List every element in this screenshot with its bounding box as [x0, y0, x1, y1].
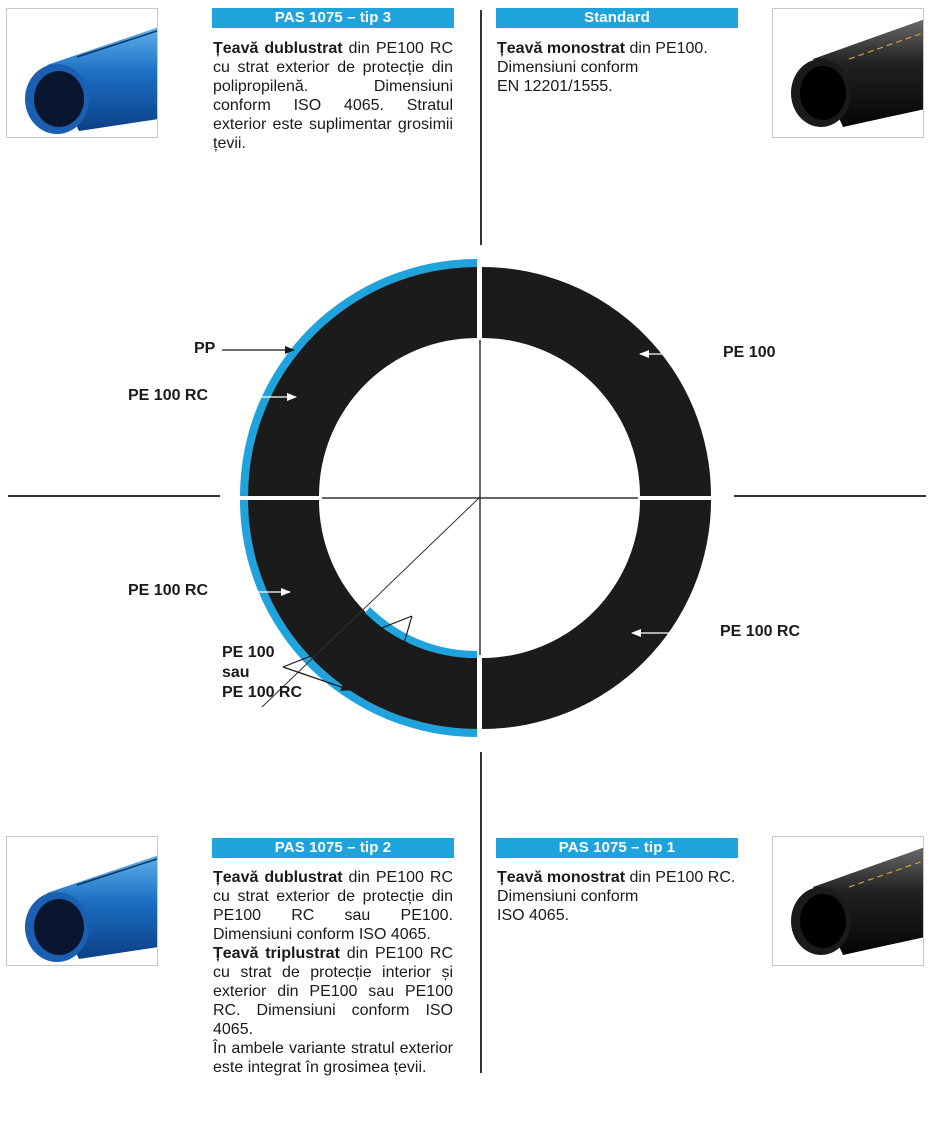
- badge-top-right: Standard: [496, 8, 738, 28]
- ring-bl-blue-inner: [365, 607, 477, 659]
- arrow-bl-outer: [282, 666, 351, 691]
- ring-bl-black: [248, 500, 477, 729]
- desc-bottom-left: Țeavă dublustrat din PE100 RC cu strat e…: [213, 868, 453, 1077]
- desc-bl-bold: Țeavă dublustrat: [213, 869, 343, 886]
- desc-bl-rest: din PE100 RC cu strat exterior de protec…: [213, 869, 453, 943]
- label-bl-line2: sau: [222, 664, 250, 681]
- badge-bottom-right: PAS 1075 – tip 1: [496, 838, 738, 858]
- desc-tr-line3: EN 12201/1555.: [497, 78, 613, 95]
- desc-tl-rest: din PE100 RC cu strat exterior de protec…: [213, 40, 453, 152]
- label-bl-line1: PE 100: [222, 644, 275, 661]
- label-pe100rc-bottom-left: PE 100 RC: [128, 582, 209, 599]
- desc-tr-rest: din PE100.: [625, 40, 708, 57]
- black-pipe-photo-icon: [773, 9, 923, 137]
- desc-tr-line2: Dimensiuni conform: [497, 59, 639, 76]
- blue-pipe-photo-icon: [7, 9, 157, 137]
- ring-tr-black: [482, 267, 711, 496]
- label-bl-line3: PE 100 RC: [222, 684, 303, 701]
- blue-pipe-photo-icon: [7, 837, 157, 965]
- desc-top-right: Țeavă monostrat din PE100. Dimensiuni co…: [497, 39, 742, 96]
- arrow-bl-inner-a: [282, 615, 413, 668]
- desc-br-rest: din PE100 RC.: [625, 869, 736, 886]
- ring-tl-black: [248, 267, 477, 496]
- black-pipe-photo-icon: [773, 837, 923, 965]
- label-pe100rc-top-left: PE 100 RC: [128, 387, 209, 404]
- label-pe100rc-bottom-right: PE 100 RC: [720, 623, 801, 640]
- desc-br-line3: ISO 4065.: [497, 907, 570, 924]
- desc-top-left: Țeavă dublustrat din PE100 RC cu strat e…: [213, 39, 453, 153]
- arrow-bl-inner-b: [400, 615, 413, 651]
- photo-bottom-left: [6, 836, 158, 966]
- label-pe100-top-right: PE 100: [723, 344, 776, 361]
- desc-bl-bold2: Țeavă triplustrat: [213, 945, 340, 962]
- ring-br-black: [482, 500, 711, 729]
- badge-bottom-left: PAS 1075 – tip 2: [212, 838, 454, 858]
- badge-top-left: PAS 1075 – tip 3: [212, 8, 454, 28]
- desc-bl-rest2: din PE100 RC cu strat de protecție inter…: [213, 945, 453, 1038]
- desc-tl-bold: Țeavă dublustrat: [213, 40, 343, 57]
- desc-bl-rest3: În ambele variante stratul exterior este…: [213, 1040, 453, 1076]
- desc-tr-bold: Țeavă monostrat: [497, 40, 626, 57]
- photo-top-right: [772, 8, 924, 138]
- desc-br-line2: Dimensiuni conform: [497, 888, 639, 905]
- desc-br-bold: Țeavă monostrat: [497, 869, 626, 886]
- label-bottom-left-multi: PE 100 sau PE 100 RC: [222, 643, 302, 703]
- photo-bottom-right: [772, 836, 924, 966]
- desc-bottom-right: Țeavă monostrat din PE100 RC. Dimensiuni…: [497, 868, 742, 925]
- photo-top-left: [6, 8, 158, 138]
- label-pp: PP: [194, 340, 216, 357]
